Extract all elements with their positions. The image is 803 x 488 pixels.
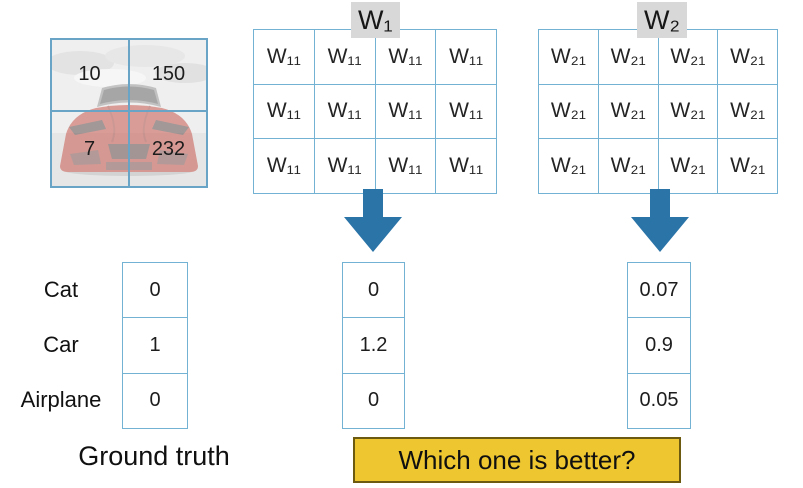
vector-cell: 0: [343, 263, 404, 318]
matrix-cell: W₁₁: [314, 139, 375, 193]
w1-title-chip: W₁: [351, 2, 400, 38]
question-box: Which one is better?: [353, 437, 681, 483]
matrix-cell: W₂₁: [658, 84, 718, 139]
image-grid-vertical-line: [128, 38, 130, 188]
w1-down-arrow-icon: [344, 189, 402, 252]
matrix-cell: W₁₁: [314, 84, 375, 139]
matrix-cell: W₁₁: [375, 30, 436, 84]
matrix-cell: W₂₁: [658, 30, 718, 84]
question-box-label: Which one is better?: [398, 444, 636, 475]
w2-title-chip: W₂: [637, 2, 687, 38]
pixel-value-bottom-left: 7: [83, 137, 96, 160]
w2-down-arrow-icon: [631, 189, 689, 252]
vector-cell: 0: [123, 263, 187, 318]
vector-cell: 0: [123, 373, 187, 428]
pixel-value-top-right: 150: [151, 62, 186, 85]
matrix-cell: W₂₁: [598, 84, 658, 139]
class-label-airplane: Airplane: [20, 387, 102, 413]
matrix-cell: W₂₁: [539, 139, 598, 193]
matrix-cell: W₁₁: [375, 139, 436, 193]
matrix-cell: W₁₁: [254, 84, 314, 139]
vector-cell: 1.2: [343, 318, 404, 373]
ground-truth-caption: Ground truth: [78, 441, 230, 471]
class-label-cat: Cat: [43, 276, 79, 302]
input-image-panel: 10 150 7 232: [50, 38, 208, 188]
matrix-cell: W₁₁: [436, 139, 496, 193]
w2-score-vector: 0.07 0.9 0.05: [627, 262, 691, 429]
matrix-cell: W₂₁: [539, 84, 598, 139]
matrix-cell: W₂₁: [598, 139, 658, 193]
matrix-cell: W₂₁: [718, 139, 777, 193]
matrix-cell: W₁₁: [314, 30, 375, 84]
vector-cell: 0.9: [628, 318, 690, 373]
matrix-cell: W₁₁: [254, 30, 314, 84]
w2-matrix: W₂₁ W₂₁ W₂₁ W₂₁ W₂₁ W₂₁ W₂₁ W₂₁ W₂₁ W₂₁ …: [538, 29, 778, 194]
matrix-cell: W₂₁: [598, 30, 658, 84]
vector-cell: 0: [343, 373, 404, 428]
vector-cell: 0.07: [628, 263, 690, 318]
image-grid-horizontal-line: [50, 110, 208, 112]
matrix-cell: W₂₁: [718, 84, 777, 139]
matrix-cell: W₁₁: [436, 30, 496, 84]
vector-cell: 1: [123, 318, 187, 373]
vector-cell: 0.05: [628, 373, 690, 428]
matrix-cell: W₂₁: [658, 139, 718, 193]
matrix-cell: W₂₁: [718, 30, 777, 84]
class-label-car: Car: [43, 331, 79, 357]
matrix-cell: W₂₁: [539, 30, 598, 84]
matrix-cell: W₁₁: [254, 139, 314, 193]
w1-score-vector: 0 1.2 0: [342, 262, 405, 429]
class-label-column: Cat Car Airplane: [11, 262, 111, 428]
matrix-cell: W₁₁: [375, 84, 436, 139]
w1-matrix: W₁₁ W₁₁ W₁₁ W₁₁ W₁₁ W₁₁ W₁₁ W₁₁ W₁₁ W₁₁ …: [253, 29, 497, 194]
ground-truth-vector: 0 1 0: [122, 262, 188, 429]
matrix-cell: W₁₁: [436, 84, 496, 139]
pixel-value-bottom-right: 232: [151, 137, 186, 160]
pixel-value-top-left: 10: [78, 62, 101, 85]
